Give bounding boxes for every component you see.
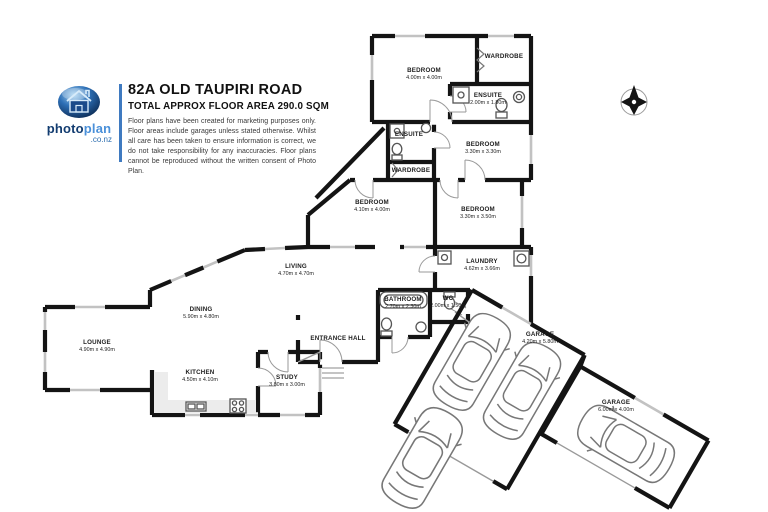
room-name-label: ENSUITE: [395, 131, 423, 138]
room-name-label: WC: [443, 295, 454, 302]
room-name-label: LOUNGE: [83, 339, 111, 346]
room-name-label: BATHROOM: [384, 296, 422, 303]
logo-brand-text: photoplan: [46, 121, 112, 136]
compass-icon: [620, 85, 648, 116]
room-name-label: BEDROOM: [355, 199, 389, 206]
door-gaps: [255, 96, 485, 386]
room-name-label: LIVING: [285, 263, 307, 270]
windows-layer: [42, 33, 534, 418]
room-name-label: KITCHEN: [186, 369, 215, 376]
room-dims-label: 4.70m x 4.70m: [278, 271, 314, 277]
fixtures-layer: [154, 86, 530, 414]
garage-block: [372, 288, 711, 512]
doors-layer: [257, 47, 486, 387]
room-dims-label: 4.90m x 4.90m: [79, 347, 115, 353]
room-dims-label: 5.90m x 4.80m: [183, 314, 219, 320]
room-dims-label: 2.00m x 1.50m: [430, 303, 466, 309]
room-name-label: GARAGE: [526, 331, 554, 338]
room-name-label: ENSUITE: [474, 92, 502, 99]
room-dims-label: 2.00m x 1.80m: [470, 100, 506, 106]
room-name-label: STUDY: [276, 374, 299, 381]
room-labels: BEDROOM 4.00m x 4.00m WARDROBE ENSUITE 2…: [79, 53, 634, 413]
room-dims-label: 3.80m x 3.00m: [269, 382, 305, 388]
house-logo-icon: [58, 86, 100, 118]
room-dims-label: 6.00m x 4.00m: [598, 407, 634, 413]
room-name-label: BEDROOM: [407, 67, 441, 74]
room-name-label: ENTRANCE HALL: [310, 335, 365, 342]
room-dims-label: 4.00m x 4.00m: [406, 75, 442, 81]
room-name-label: BEDROOM: [466, 141, 500, 148]
room-dims-label: 4.50m x 4.10m: [182, 377, 218, 383]
page-title: 82A OLD TAUPIRI ROAD: [128, 82, 303, 98]
room-name-label: WARDROBE: [392, 167, 430, 174]
photoplan-logo: photoplan .co.nz: [40, 84, 118, 145]
room-dims-label: 4.20m x 5.80m: [522, 339, 558, 345]
room-name-label: LAUNDRY: [466, 258, 498, 265]
room-dims-label: 2.70m x 2.30m: [385, 304, 421, 310]
room-dims-label: 4.10m x 4.00m: [354, 207, 390, 213]
floor-area-subtitle: TOTAL APPROX FLOOR AREA 290.0 SQM: [128, 101, 329, 112]
disclaimer-text: Floor plans have been created for market…: [128, 118, 316, 175]
room-dims-label: 3.30m x 3.50m: [460, 214, 496, 220]
room-name-label: GARAGE: [602, 399, 630, 406]
header-divider: [119, 84, 122, 162]
room-dims-label: 3.30m x 3.30m: [465, 149, 501, 155]
logo-domain-text: .co.nz: [90, 135, 112, 144]
room-name-label: DINING: [190, 306, 213, 313]
room-name-label: WARDROBE: [485, 53, 523, 60]
room-name-label: BEDROOM: [461, 206, 495, 213]
room-dims-label: 4.62m x 3.66m: [464, 266, 500, 272]
